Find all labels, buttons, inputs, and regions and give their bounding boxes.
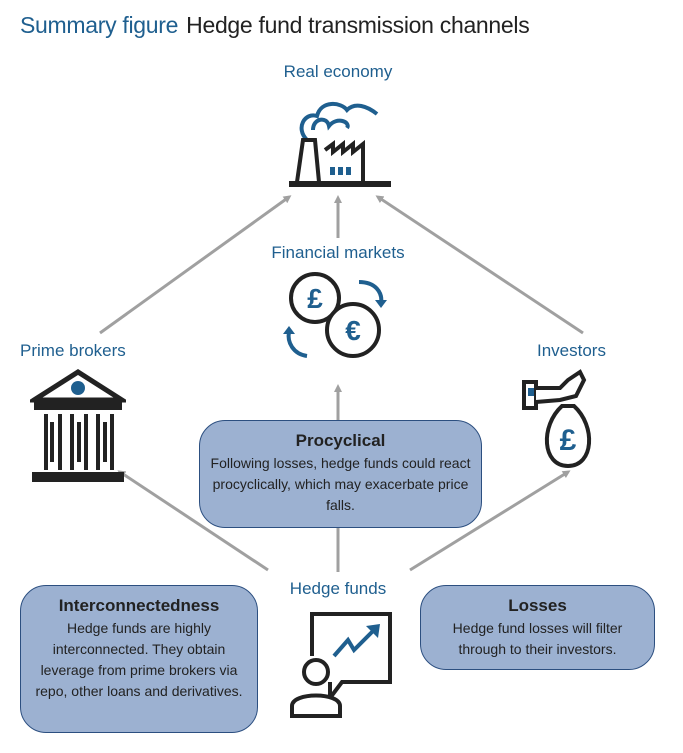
label-investors: Investors (537, 341, 606, 360)
label-financial-markets: Financial markets (271, 243, 405, 262)
arrow-investors-to-economy (375, 195, 584, 335)
figure-title: Summary figure Hedge fund transmission ch… (20, 12, 530, 39)
label-prime-brokers: Prime brokers (20, 341, 126, 360)
money-bag-icon: £ (522, 369, 591, 469)
title-text: Hedge fund transmission channels (186, 12, 530, 38)
presenter-chart-icon (290, 612, 392, 718)
title-prefix: Summary figure (20, 12, 179, 38)
procyclical-text: Following losses, hedge funds could reac… (210, 455, 471, 513)
losses-text: Hedge fund losses will filter through to… (452, 620, 623, 657)
label-real-economy: Real economy (283, 62, 393, 81)
pound-symbol: £ (560, 424, 577, 457)
interconnectedness-title: Interconnectedness (58, 596, 220, 615)
procyclical-title: Procyclical (295, 431, 386, 450)
currency-exchange-icon: £ € (283, 272, 387, 358)
arrow-hedge-to-investors (409, 470, 571, 572)
pound-symbol: £ (307, 283, 323, 314)
procyclical-box: Procyclical Following losses, hedge fund… (199, 420, 482, 528)
factory-icon (289, 102, 391, 187)
euro-symbol: € (345, 315, 361, 346)
interconnectedness-text: Hedge funds are highly interconnected. T… (35, 620, 243, 699)
interconnectedness-box: Interconnectedness Hedge funds are highl… (20, 585, 258, 733)
losses-box: Losses Hedge fund losses will filter thr… (420, 585, 655, 670)
arrow-prime-to-economy (99, 195, 292, 335)
label-hedge-funds: Hedge funds (289, 579, 387, 598)
arrow-hedge-to-prime (117, 470, 269, 572)
bank-icon (30, 369, 126, 482)
losses-title: Losses (508, 596, 567, 615)
